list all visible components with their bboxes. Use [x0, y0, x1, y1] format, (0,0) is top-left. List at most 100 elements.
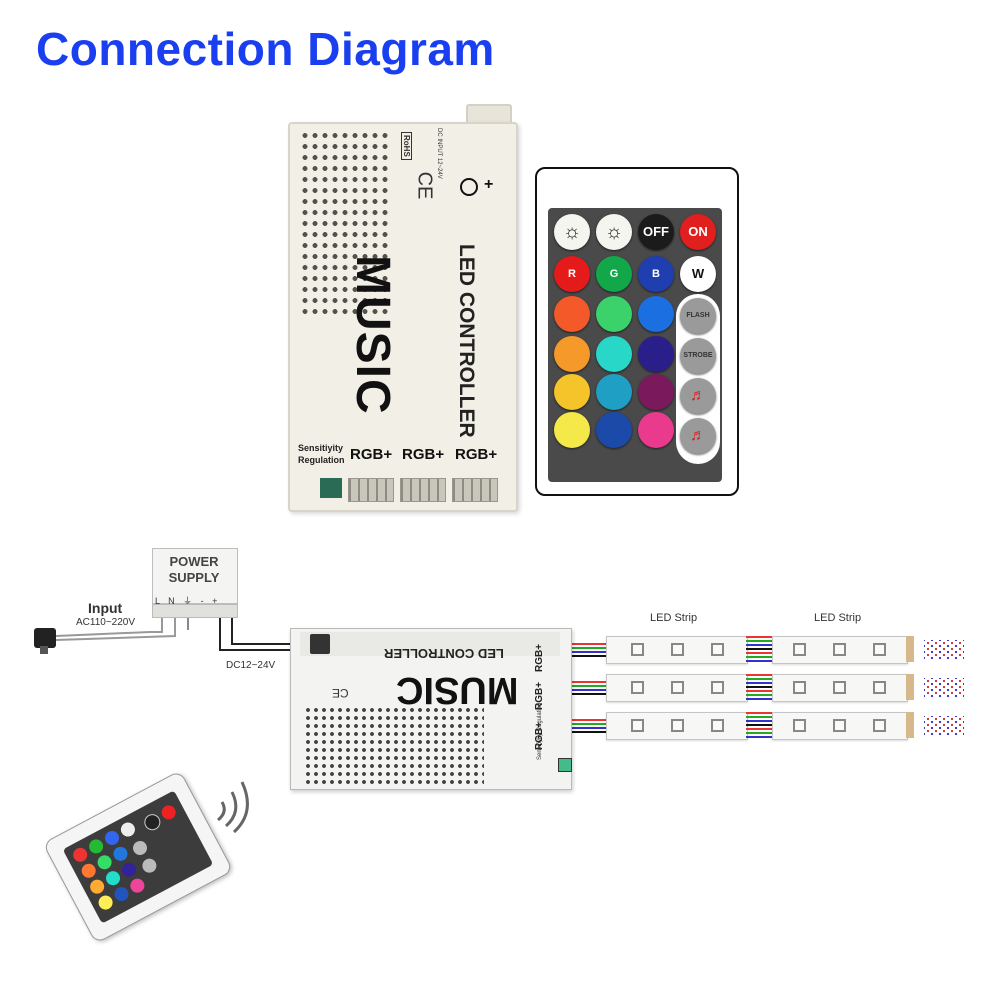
led-chip	[711, 643, 724, 656]
led-chip	[793, 719, 806, 732]
plug-prong	[40, 646, 48, 654]
color-button[interactable]	[638, 336, 674, 372]
remote-button	[141, 811, 164, 834]
plus-symbol: +	[484, 176, 494, 193]
remote-button	[79, 861, 99, 881]
led-strip-label-2: LED Strip	[814, 612, 862, 624]
led-chip	[873, 643, 886, 656]
strip-end-cap	[906, 636, 914, 662]
power-supply	[152, 548, 238, 604]
led-strip-segment	[606, 674, 748, 702]
remote-button	[70, 845, 90, 865]
color-button[interactable]	[554, 336, 590, 372]
brightness-down-icon[interactable]: ☼	[596, 214, 632, 250]
sensitivity-label-diagram: Sensitiyity Regulation	[537, 702, 543, 760]
led-chip	[671, 643, 684, 656]
led-controller-label-diagram: LED CONTROLLER	[384, 646, 504, 661]
rgb-output-label-2: RGB+	[402, 446, 445, 463]
remote-button	[159, 802, 179, 822]
led-strip-segment	[606, 712, 748, 740]
ac-range-label: AC110~220V	[76, 617, 136, 628]
remote-button	[95, 852, 115, 872]
remote-button	[111, 844, 130, 864]
remote-button	[103, 868, 123, 888]
sensitivity-knob-diagram	[558, 758, 572, 772]
color-button[interactable]	[638, 374, 674, 410]
dc-input-jack	[310, 634, 330, 654]
brightness-up-icon[interactable]: ☼	[554, 214, 590, 250]
ir-signal-icon	[217, 781, 249, 834]
rgb-output-label-3: RGB+	[455, 446, 498, 463]
led-strip-label-1: LED Strip	[650, 612, 698, 624]
color-button[interactable]	[596, 296, 632, 332]
strobe-button[interactable]: STROBE	[680, 338, 716, 374]
led-chip	[631, 681, 644, 694]
led-chip	[833, 643, 846, 656]
led-chip	[793, 643, 806, 656]
led-chip	[671, 681, 684, 694]
music-brand-text-diagram: MUSIC	[396, 669, 519, 711]
green-button[interactable]: G	[596, 256, 632, 292]
led-chip	[833, 681, 846, 694]
input-label: Input	[88, 600, 123, 616]
remote-button	[96, 893, 116, 913]
remote-button	[86, 836, 106, 856]
remote-button	[87, 877, 107, 897]
on-button[interactable]: ON	[680, 214, 716, 250]
led-chip	[873, 681, 886, 694]
red-button[interactable]: R	[554, 256, 590, 292]
strip-end-cap	[906, 712, 914, 738]
remote-button	[127, 876, 147, 896]
strip-connector-wires	[746, 712, 772, 738]
color-button[interactable]	[596, 412, 632, 448]
power-plug-icon	[34, 628, 56, 648]
led-chip	[711, 719, 724, 732]
led-chip	[631, 719, 644, 732]
led-chip	[873, 719, 886, 732]
blue-button[interactable]: B	[638, 256, 674, 292]
ce-mark-diagram: CE	[332, 686, 349, 700]
led-chip	[833, 719, 846, 732]
remote-button	[112, 884, 131, 904]
strip-connector-wires	[746, 636, 772, 662]
led-strip-segment	[772, 636, 908, 664]
continuation-dots	[924, 678, 964, 698]
remote-button	[119, 860, 139, 880]
led-chip	[711, 681, 724, 694]
rgb-output-label-1: RGB+	[350, 446, 393, 463]
color-button[interactable]	[596, 336, 632, 372]
dc-polarity-icon	[460, 178, 478, 196]
power-supply-terminal	[152, 604, 238, 618]
led-chip	[793, 681, 806, 694]
color-button[interactable]	[596, 374, 632, 410]
remote-button	[130, 838, 150, 858]
led-strip-segment	[772, 712, 908, 740]
music-mode-1-button[interactable]: ♬	[680, 378, 716, 414]
rgb-terminal-1	[348, 478, 394, 502]
rgb-label-diagram-1: RGB+	[534, 643, 545, 672]
off-button[interactable]: OFF	[638, 214, 674, 250]
sensitivity-knob	[320, 478, 342, 498]
remote-button	[102, 828, 122, 848]
strip-end-cap	[906, 674, 914, 700]
sensitivity-label: Sensitiyity Regulation	[298, 443, 345, 465]
led-strip-segment	[606, 636, 748, 664]
music-mode-2-button[interactable]: ♬	[680, 418, 716, 454]
controller-vent-holes	[300, 130, 392, 320]
flash-button[interactable]: FLASH	[680, 298, 716, 334]
color-button[interactable]	[638, 296, 674, 332]
white-button[interactable]: W	[680, 256, 716, 292]
rgb-terminal-3	[452, 478, 498, 502]
controller-vent-holes-diagram	[304, 706, 484, 786]
continuation-dots	[924, 716, 964, 736]
page-title: Connection Diagram	[36, 23, 495, 75]
color-button[interactable]	[554, 296, 590, 332]
led-strip-segment	[772, 674, 908, 702]
color-button[interactable]	[554, 412, 590, 448]
power-supply-pins: L N ⏚ - +	[155, 596, 221, 606]
remote-button	[118, 820, 138, 839]
color-button[interactable]	[554, 374, 590, 410]
color-button[interactable]	[638, 412, 674, 448]
remote-button	[139, 856, 159, 876]
controller-top-band	[300, 632, 560, 656]
